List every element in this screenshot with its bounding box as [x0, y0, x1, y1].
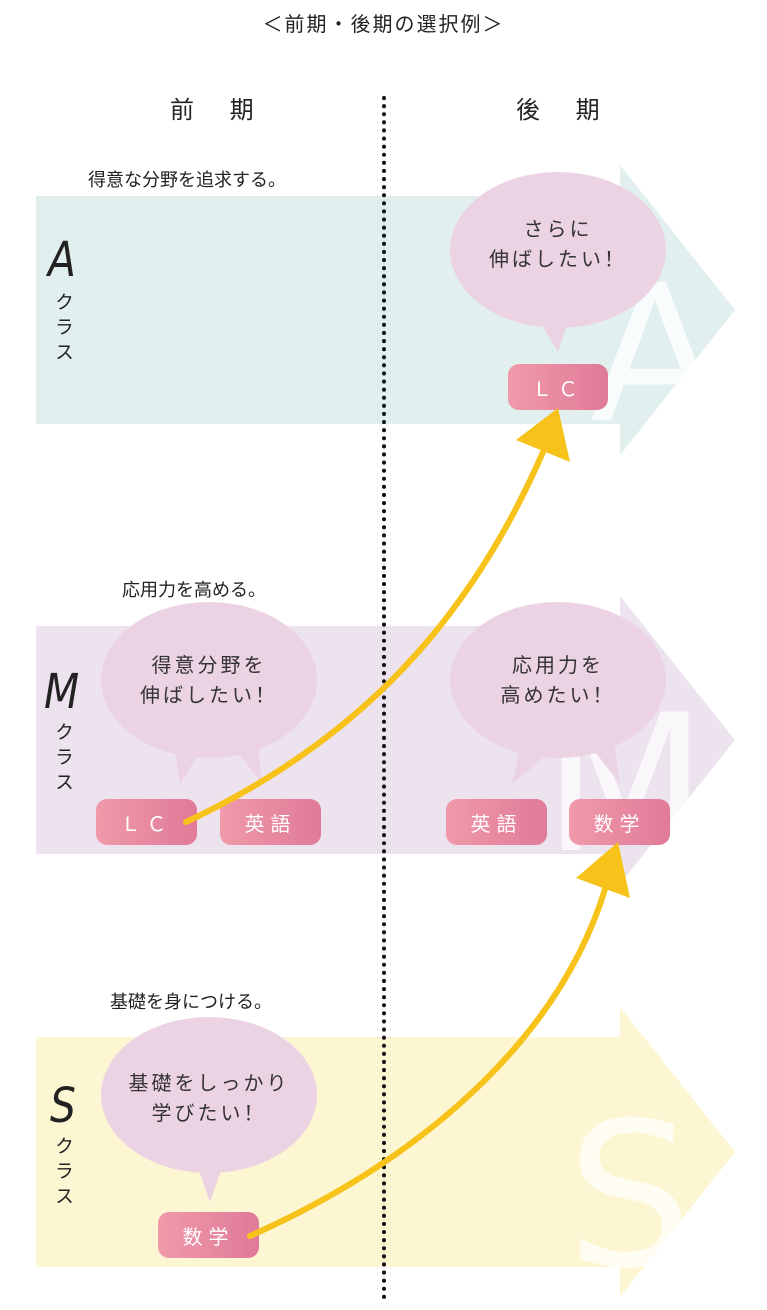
first-term-heading: 前 期 [170, 96, 268, 124]
m-later-bubble-tail-right [592, 740, 620, 784]
s-first-bubble-tail [198, 1168, 222, 1202]
m-first-english-tag: 英語 [220, 799, 321, 845]
m-class-goal: 応用力を高める。 [122, 580, 266, 601]
page-title: ＜前期・後期の選択例＞ [262, 12, 505, 36]
a-later-lc-tag: ＬＣ [508, 364, 608, 410]
s-class-letter: S [50, 1078, 76, 1134]
m-later-english-tag: 英語 [446, 799, 547, 845]
a-later-bubble [450, 172, 666, 328]
a-later-bubble-line1: さらに [523, 217, 593, 241]
second-term-heading: 後 期 [516, 96, 614, 124]
s-class-goal: 基礎を身につける。 [110, 992, 272, 1013]
a-later-bubble-text: さらに 伸ばしたい！ [450, 214, 666, 274]
m-later-math-tag: 数学 [569, 799, 670, 845]
m-first-lc-tag: ＬＣ [96, 799, 197, 845]
m-later-bubble-text: 応用力を 高めたい！ [450, 650, 666, 710]
s-first-bubble-line1: 基礎をしっかり [128, 1071, 290, 1095]
a-later-bubble-line2: 伸ばしたい！ [489, 247, 627, 271]
s-first-bubble-line2: 学びたい！ [151, 1101, 267, 1125]
s-class-word: クラス [52, 1136, 74, 1211]
m-later-bubble-line1: 応用力を [512, 653, 604, 677]
m-first-bubble-line1: 得意分野を [151, 653, 267, 677]
m-later-bubble-line2: 高めたい！ [500, 683, 616, 707]
s-first-bubble-text: 基礎をしっかり 学びたい！ [101, 1068, 317, 1128]
s-first-math-tag: 数学 [158, 1212, 259, 1258]
a-class-word: クラス [52, 292, 74, 367]
a-class-goal: 得意な分野を追求する。 [88, 170, 286, 191]
m-first-bubble-text: 得意分野を 伸ばしたい！ [101, 650, 317, 710]
a-class-letter: A [48, 232, 76, 288]
m-class-word: クラス [52, 722, 74, 797]
m-class-letter: M [44, 664, 80, 720]
a-later-bubble-tail [540, 322, 568, 352]
s-watermark: S [567, 1080, 694, 1310]
m-first-bubble-line2: 伸ばしたい！ [140, 683, 278, 707]
